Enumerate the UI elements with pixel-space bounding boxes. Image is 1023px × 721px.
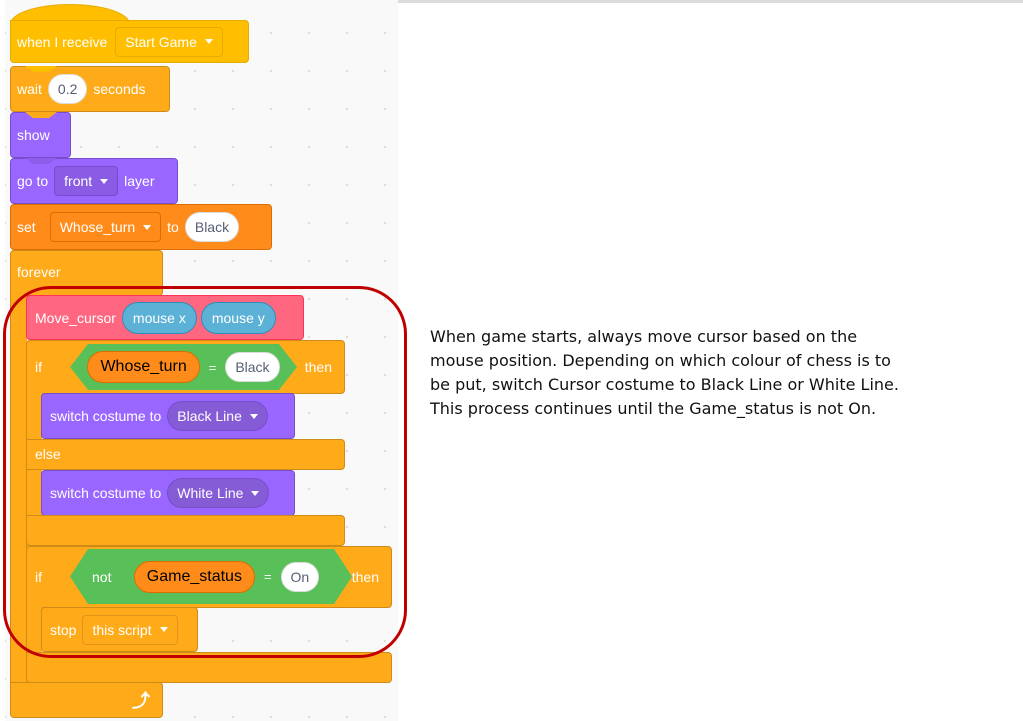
show-block[interactable]: show [10, 112, 71, 158]
switch-costume-white-block[interactable]: switch costume to White Line [41, 470, 295, 516]
set-value-input[interactable]: Black [184, 212, 240, 242]
equals-operator: = [263, 569, 272, 584]
forever-bottom: ⤴ [10, 682, 163, 718]
equals-condition[interactable]: Whose_turn = Black [70, 344, 297, 390]
go-to-layer-block[interactable]: go to front layer [10, 158, 178, 204]
layer-dropdown[interactable]: front [54, 166, 119, 196]
loop-arrow-icon: ⤴ [132, 691, 150, 711]
if-else-bottom [26, 515, 345, 546]
move-cursor-block[interactable]: Move_cursor mouse x mouse y [26, 295, 304, 340]
not-label: not [92, 568, 112, 585]
when-i-receive-block[interactable]: when I receive Start Game [10, 20, 249, 63]
whose-turn-reporter[interactable]: Whose_turn [87, 351, 199, 383]
switch-costume-label: switch costume to [50, 408, 162, 424]
equals-operator: = [208, 359, 217, 375]
costume-value: Black Line [177, 408, 242, 424]
stop-option-value: this script [92, 621, 152, 638]
layer-suffix: layer [124, 173, 155, 189]
wait-block[interactable]: wait 0.2 seconds [10, 66, 170, 112]
hat-label: when I receive [17, 33, 108, 50]
layer-value: front [64, 173, 93, 189]
message-dropdown[interactable]: Start Game [115, 26, 223, 57]
switch-costume-black-block[interactable]: switch costume to Black Line [41, 393, 295, 439]
caret-down-icon [249, 413, 258, 419]
caret-down-icon [143, 224, 152, 230]
description-text: When game starts, always move cursor bas… [430, 325, 1010, 421]
caret-down-icon [251, 490, 260, 496]
caret-down-icon [159, 627, 168, 632]
caret-down-icon [100, 178, 109, 184]
wait-unit: seconds [93, 81, 146, 97]
stop-block[interactable]: stop this script [41, 607, 198, 652]
mouse-y-reporter[interactable]: mouse y [200, 301, 276, 334]
costume-dropdown[interactable]: Black Line [167, 401, 268, 431]
if-then-label: then [351, 569, 379, 585]
if-label: if [35, 569, 42, 585]
else-section: else [26, 439, 345, 470]
mouse-x-reporter[interactable]: mouse x [121, 301, 197, 334]
forever-block[interactable]: forever [10, 250, 163, 296]
notch [25, 158, 57, 164]
costume-dropdown[interactable]: White Line [167, 478, 270, 508]
variable-value: Whose_turn [59, 219, 136, 235]
if-arm [26, 390, 42, 550]
move-cursor-label: Move_cursor [35, 309, 116, 326]
caret-down-icon [204, 39, 213, 44]
stop-option-dropdown[interactable]: this script [82, 614, 178, 645]
wait-seconds-input[interactable]: 0.2 [47, 74, 88, 104]
set-variable-block[interactable]: set Whose_turn to Black [10, 204, 272, 250]
if-then-label: then [304, 359, 332, 375]
set-label: set [17, 219, 36, 235]
forever-arm [10, 290, 27, 685]
game-status-reporter[interactable]: Game_status [134, 561, 255, 593]
if-arm [26, 600, 42, 660]
description-line: When game starts, always move cursor bas… [430, 327, 858, 346]
notch [25, 66, 57, 72]
compare-value-input[interactable]: Black [225, 352, 279, 382]
top-border [398, 0, 1023, 3]
notch [25, 112, 57, 118]
show-label: show [17, 127, 50, 143]
go-to-label: go to [17, 173, 49, 189]
forever-label: forever [17, 264, 61, 280]
compare-value-input[interactable]: On [281, 562, 320, 592]
description-line: be put, switch Cursor costume to Black L… [430, 375, 899, 394]
stop-label: stop [50, 621, 77, 638]
if-label: if [35, 359, 42, 375]
message-value: Start Game [125, 33, 197, 50]
wait-label: wait [17, 81, 42, 97]
description-line: mouse position. Depending on which colou… [430, 351, 891, 370]
switch-costume-label: switch costume to [50, 485, 162, 501]
if-bottom [26, 652, 392, 683]
set-to-label: to [167, 219, 179, 235]
else-label: else [35, 445, 61, 462]
variable-dropdown[interactable]: Whose_turn [49, 212, 162, 242]
costume-value: White Line [177, 485, 244, 501]
description-line: This process continues until the Game_st… [430, 399, 877, 418]
equals-condition[interactable]: Game_status = On [116, 554, 337, 599]
